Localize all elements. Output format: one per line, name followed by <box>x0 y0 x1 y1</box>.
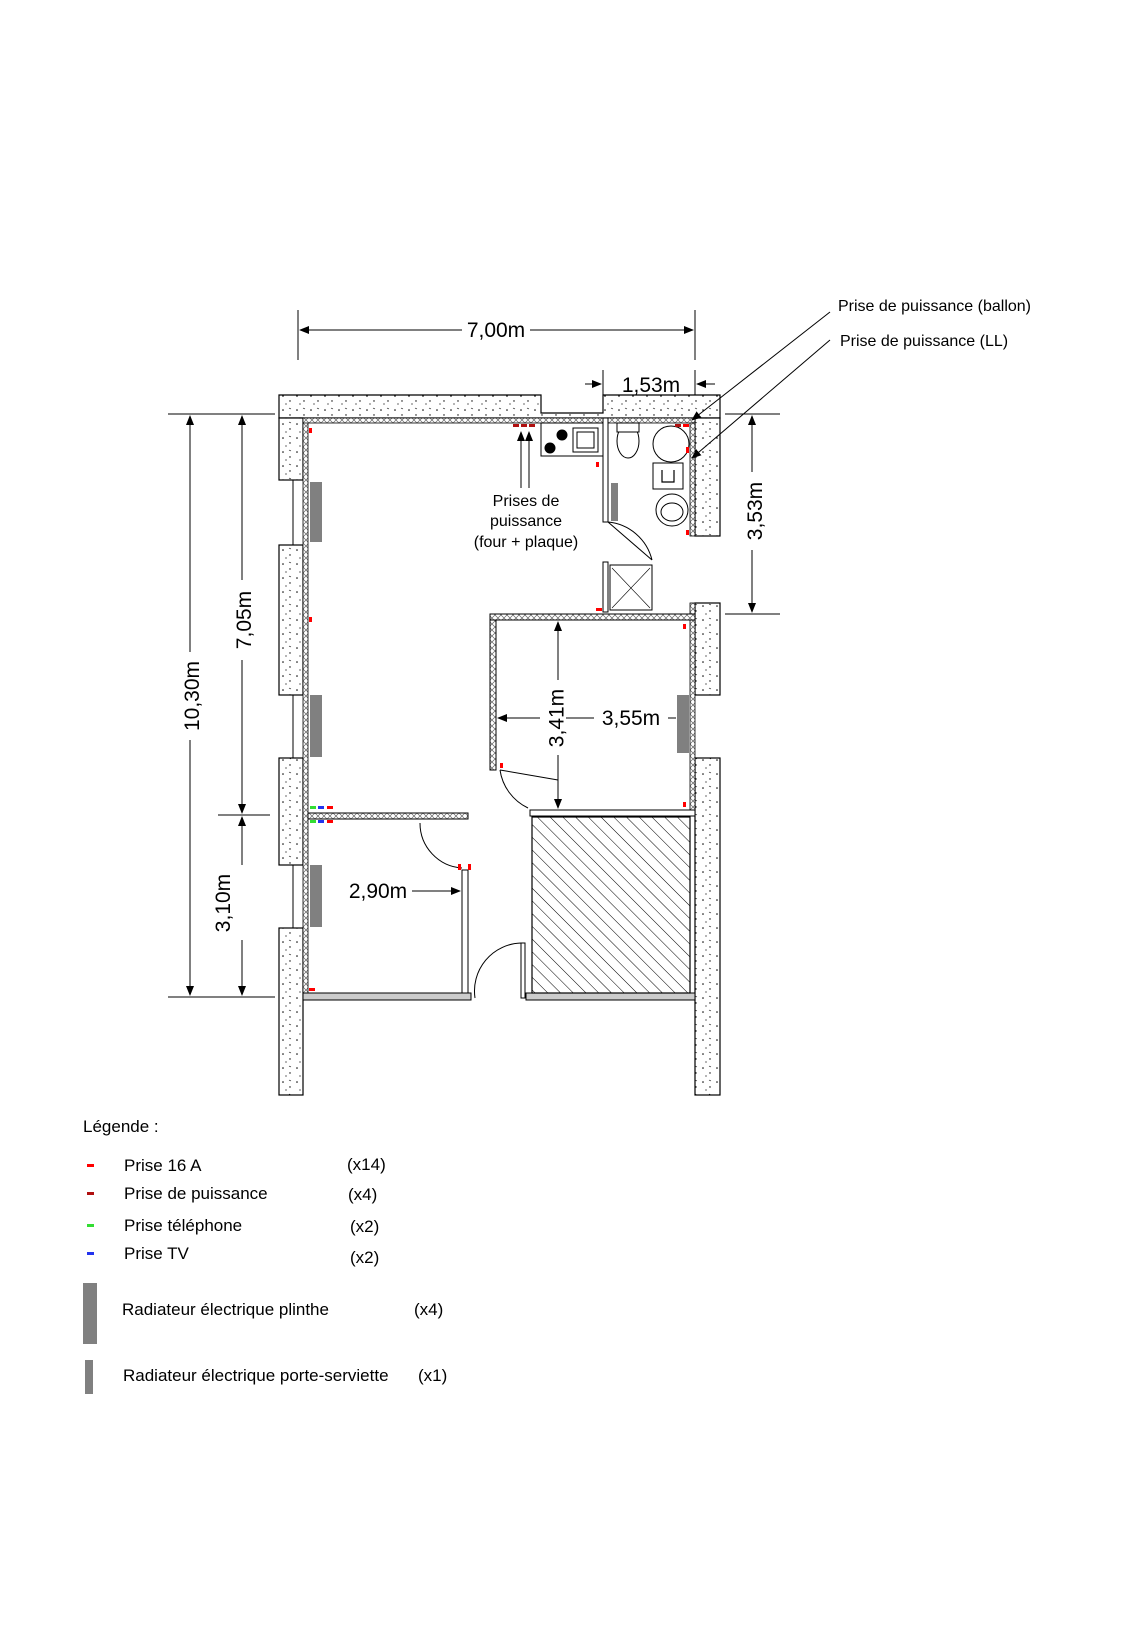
annotation-ballon: Prise de puissance (ballon) <box>838 298 1031 315</box>
annotations: Prise de puissance (ballon) Prise de pui… <box>474 298 1031 551</box>
kitchen-block <box>540 422 604 457</box>
dim-room-right-height: 3,41m <box>546 689 569 747</box>
dim-height-lower: 3,10m <box>212 874 235 932</box>
dim-room-right-width: 3,55m <box>602 707 660 730</box>
doors <box>419 521 653 999</box>
radiator-plinthe <box>310 865 322 927</box>
annotation-kitchen-2: puissance <box>490 513 562 530</box>
dim-width-total: 7,00m <box>467 319 525 342</box>
annotation-kitchen-3: (four + plaque) <box>474 534 579 551</box>
dim-room-left-width: 2,90m <box>349 880 407 903</box>
dim-height-total: 10,30m <box>181 661 204 731</box>
radiator-plinthe <box>310 482 322 542</box>
exterior-walls <box>278 394 721 1096</box>
radiator-plinthe <box>677 695 689 753</box>
radiator-towel <box>611 483 618 521</box>
dim-width-bath: 1,53m <box>622 374 680 397</box>
dim-height-bath: 3,53m <box>744 482 767 540</box>
sockets <box>309 424 689 991</box>
dim-height-upper: 7,05m <box>233 591 256 649</box>
bathroom-fixtures <box>609 422 690 611</box>
dimension-labels: 7,00m 1,53m 10,30m 7,05m 3,10m 3,53m 3,4… <box>181 319 767 932</box>
window-niches <box>279 479 294 929</box>
boiler-icon <box>652 425 690 463</box>
storage-area <box>531 816 691 994</box>
interior-walls <box>302 417 696 1001</box>
radiator-plinthe <box>310 695 322 757</box>
annotation-kitchen-1: Prises de <box>493 493 560 510</box>
dimension-lines <box>168 310 831 998</box>
annotation-ll: Prise de puissance (LL) <box>840 333 1008 350</box>
radiators <box>310 482 689 927</box>
